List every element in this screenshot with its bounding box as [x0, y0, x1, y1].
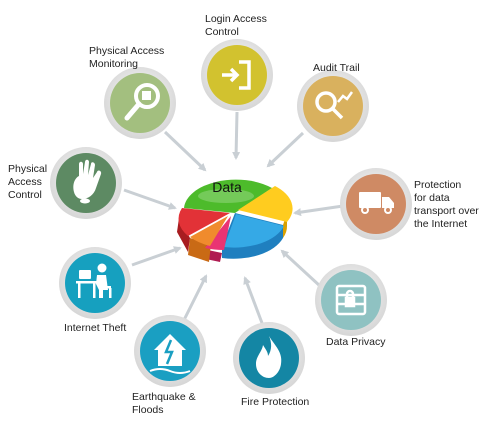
label-line: Audit Trail: [313, 62, 360, 74]
handprint-icon: [73, 159, 102, 204]
arrow-fire: [243, 276, 264, 324]
pie-depth-red: [177, 218, 190, 252]
node-label: Audit Trail: [313, 62, 360, 74]
label-line: Access: [8, 176, 42, 188]
label-line: Floods: [132, 404, 164, 416]
arrow-audit: [266, 131, 305, 168]
arrow-physical-control: [123, 188, 177, 210]
person-at-computer-icon: [76, 263, 112, 298]
node-data-transport-protection[interactable]: Protection for data transport over the I…: [340, 168, 482, 240]
node-internet-theft[interactable]: Internet Theft: [59, 247, 131, 334]
label-line: transport over: [414, 205, 479, 217]
label-line: Data Privacy: [326, 336, 386, 348]
arrow-physical-monitor: [163, 130, 207, 172]
magnifier-icon: [124, 83, 160, 121]
node-label: Physical Access Monitoring: [89, 45, 167, 70]
center-label: Data: [212, 179, 242, 195]
node-label: Login Access Control: [205, 13, 270, 38]
label-line: Earthquake &: [132, 391, 196, 403]
node-label: Protection for data transport over the I…: [414, 179, 482, 230]
pie-slice-green: [184, 179, 272, 213]
arrow-theft: [131, 246, 182, 267]
label-line: Fire Protection: [241, 396, 309, 408]
node-label: Internet Theft: [64, 322, 126, 334]
node-physical-access-monitoring[interactable]: Physical Access Monitoring: [89, 45, 176, 139]
label-line: Control: [8, 189, 42, 201]
node-login-access-control[interactable]: Login Access Control: [201, 13, 273, 111]
node-earthquake-floods[interactable]: Earthquake & Floods: [132, 315, 206, 416]
label-line: Login Access: [205, 13, 267, 25]
label-line: for data: [414, 192, 450, 204]
secure-server-icon: [335, 284, 367, 316]
connector-arrows: [123, 111, 344, 324]
login-door-icon: [222, 60, 251, 90]
node-label: Fire Protection: [241, 396, 309, 408]
magnifier-chart-icon: [315, 91, 354, 120]
node-physical-access-control[interactable]: Physical Access Control: [8, 147, 122, 219]
label-line: Internet Theft: [64, 322, 126, 334]
arrow-transport: [293, 204, 344, 217]
node-label: Earthquake & Floods: [132, 391, 199, 416]
damaged-house-icon: [149, 334, 191, 374]
pie-slice-red: [178, 208, 230, 236]
flame-icon: [256, 336, 282, 378]
pie-slice-yellow: [238, 186, 293, 222]
delivery-truck-icon: [359, 192, 394, 214]
label-line: Physical: [8, 163, 47, 175]
node-audit-trail[interactable]: Audit Trail: [297, 62, 369, 142]
node-data-privacy[interactable]: Data Privacy: [315, 264, 387, 348]
node-fire-protection[interactable]: Fire Protection: [233, 322, 309, 408]
label-line: Control: [205, 26, 239, 38]
pie-highlight: [198, 189, 254, 203]
arrow-privacy: [280, 249, 322, 288]
pie-slice-blue: [224, 214, 284, 248]
pie-slice-orange: [190, 216, 228, 246]
arrow-login: [232, 111, 241, 160]
node-label: Data Privacy: [326, 336, 386, 348]
arrow-earthquake: [182, 274, 208, 321]
label-line: the Internet: [414, 218, 467, 230]
node-label: Physical Access Control: [8, 163, 50, 201]
data-pie-chart: Data: [177, 179, 293, 262]
label-line: Monitoring: [89, 58, 138, 70]
label-line: Protection: [414, 179, 461, 191]
label-line: Physical Access: [89, 45, 164, 57]
